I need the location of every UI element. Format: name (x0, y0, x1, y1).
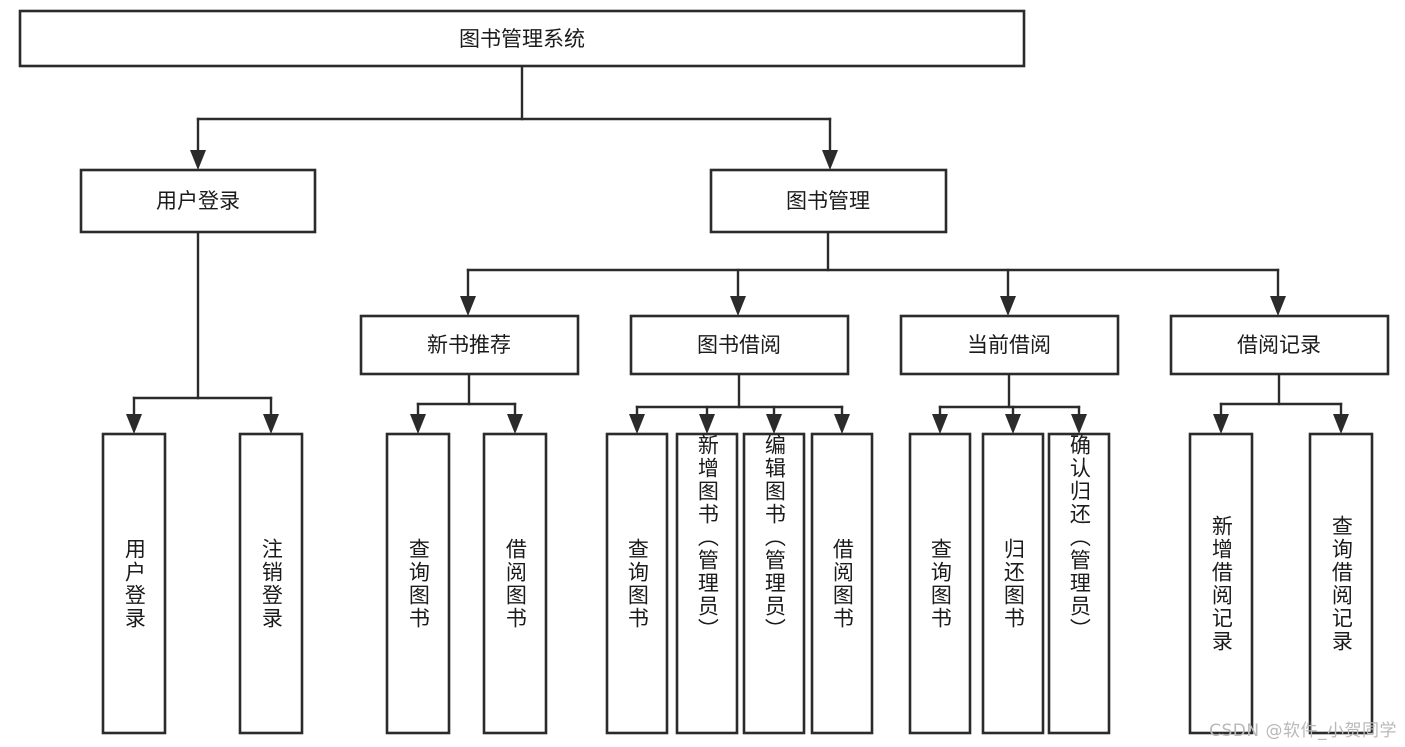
arrowhead-borrow-leaf-2 (699, 414, 715, 434)
arrowhead-to-record (1270, 296, 1286, 316)
node-book-borrow[interactable]: 图书借阅 (629, 314, 850, 376)
connector-group-book-mgmt (460, 230, 1286, 316)
node-book-borrow-label: 图书借阅 (697, 333, 781, 357)
node-root-label: 图书管理系统 (459, 27, 585, 51)
node-new-book-recommend-label: 新书推荐 (427, 333, 511, 357)
node-user-login-label: 用户登录 (156, 189, 240, 213)
node-current-borrow-box[interactable] (899, 314, 1120, 376)
node-book-management-label: 图书管理 (786, 189, 870, 213)
node-book-borrow-box[interactable] (629, 314, 850, 376)
node-book-management[interactable]: 图书管理 (709, 168, 948, 234)
arrowhead-to-current (1000, 296, 1016, 316)
arrowhead-current-leaf-1 (932, 414, 948, 434)
node-root[interactable]: 图书管理系统 (18, 9, 1026, 68)
connector-group-root (190, 64, 838, 170)
node-user-login[interactable]: 用户登录 (79, 168, 317, 234)
arrowhead-record-leaf-2 (1333, 414, 1349, 434)
connector-group-user-login (126, 230, 279, 434)
node-book-management-box[interactable] (709, 168, 948, 234)
node-new-book-recommend-box[interactable] (359, 314, 580, 376)
connector-group-record (1213, 372, 1349, 434)
arrowhead-userlogin-leaf-1 (126, 414, 142, 434)
leaf-box-add-book-admin[interactable] (675, 432, 739, 735)
arrowhead-borrow-leaf-3 (766, 414, 782, 434)
leaf-box-query-book-recommend[interactable] (385, 432, 451, 735)
leaf-box-borrow-book-recommend[interactable] (482, 432, 548, 735)
arrowhead-to-borrow (730, 296, 746, 316)
leaf-box-return-book[interactable] (981, 432, 1045, 735)
leaf-box-add-borrow-record[interactable] (1188, 432, 1254, 735)
node-current-borrow[interactable]: 当前借阅 (899, 314, 1120, 376)
node-new-book-recommend[interactable]: 新书推荐 (359, 314, 580, 376)
arrowhead-to-newbook (460, 296, 476, 316)
csdn-watermark: CSDN @软件_小贺同学 (1209, 721, 1397, 741)
arrowhead-userlogin-leaf-2 (263, 414, 279, 434)
arrowhead-borrow-leaf-1 (629, 414, 645, 434)
node-current-borrow-label: 当前借阅 (967, 333, 1051, 357)
node-borrow-record[interactable]: 借阅记录 (1169, 314, 1390, 376)
node-borrow-record-label: 借阅记录 (1237, 333, 1321, 357)
arrowhead-newbook-leaf-2 (507, 414, 523, 434)
node-borrow-record-box[interactable] (1169, 314, 1390, 376)
connector-group-current (932, 372, 1087, 434)
arrowhead-current-leaf-3 (1071, 414, 1087, 434)
leaf-box-query-book-borrow[interactable] (605, 432, 669, 735)
node-user-login-box[interactable] (79, 168, 317, 234)
leaf-box-user-login[interactable] (101, 432, 167, 735)
arrowhead-current-leaf-2 (1005, 414, 1021, 434)
leaf-box-query-borrow-record[interactable] (1308, 432, 1374, 735)
node-root-box[interactable] (18, 9, 1026, 68)
arrowhead-root-to-book-mgmt (822, 150, 838, 170)
arrowhead-record-leaf-1 (1213, 414, 1229, 434)
connector-group-borrow (629, 372, 850, 434)
leaf-box-logout[interactable] (238, 432, 304, 735)
arrowhead-borrow-leaf-4 (834, 414, 850, 434)
leaf-box-borrow-book[interactable] (810, 432, 874, 735)
arrowhead-root-to-user-login (190, 150, 206, 170)
arrowhead-newbook-leaf-1 (410, 414, 426, 434)
leaf-box-confirm-return-admin[interactable] (1047, 432, 1111, 735)
leaf-box-query-book-current[interactable] (908, 432, 972, 735)
leaf-box-edit-book-admin[interactable] (742, 432, 806, 735)
connector-group-newbook (410, 372, 523, 434)
